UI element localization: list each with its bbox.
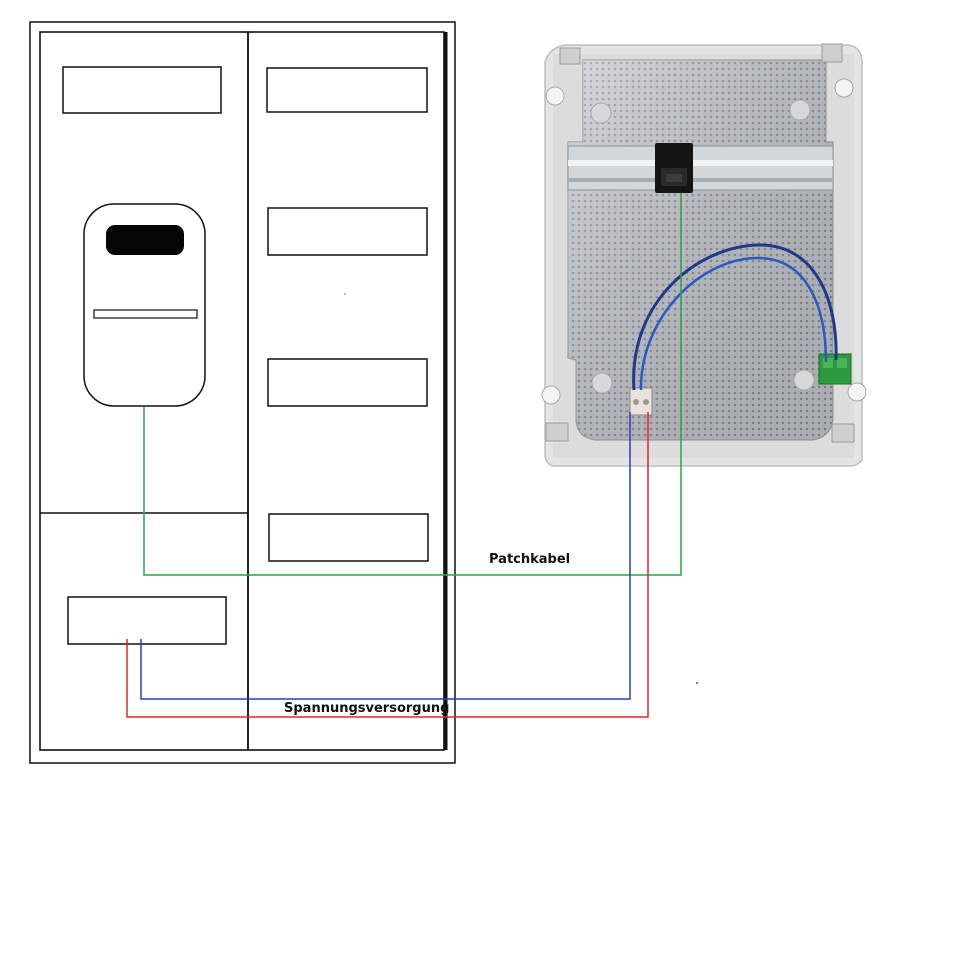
power-supply-module (67, 596, 227, 645)
panel-slot-right-4 (268, 513, 429, 562)
patch-cable-label: Patchkabel (489, 552, 570, 567)
meter-slot (93, 309, 198, 319)
meter-display (106, 225, 184, 255)
screw-boss-top-right (834, 78, 854, 98)
panel-slot-right-1 (266, 67, 428, 113)
screw-terminal (629, 387, 653, 416)
screw-boss-top-left (545, 86, 565, 106)
stray-mark-2 (696, 682, 698, 684)
panel-slot-right-3 (267, 358, 428, 407)
distribution-box-photo (541, 43, 867, 467)
panel-slot-left-top (62, 66, 222, 114)
screw-boss-bottom-left (541, 385, 561, 405)
din-rail (567, 145, 834, 191)
cabinet-outer-frame (29, 21, 456, 764)
power-line-blue (140, 412, 631, 700)
power-supply-label: Spannungsversorgung (284, 701, 449, 716)
patch-cable-line (143, 193, 682, 576)
cabinet-right-column (247, 31, 445, 751)
internal-cable-blue-2 (639, 256, 828, 391)
panel-slot-right-2 (267, 207, 428, 256)
screw-boss-bottom-right (847, 382, 867, 402)
internal-cable-blue-1 (632, 243, 838, 391)
stray-mark-1 (344, 293, 346, 295)
electricity-meter-icon (83, 203, 206, 407)
meter-cabinet (29, 21, 456, 764)
rj45-jack-icon (655, 143, 693, 193)
power-line-red (126, 412, 649, 718)
